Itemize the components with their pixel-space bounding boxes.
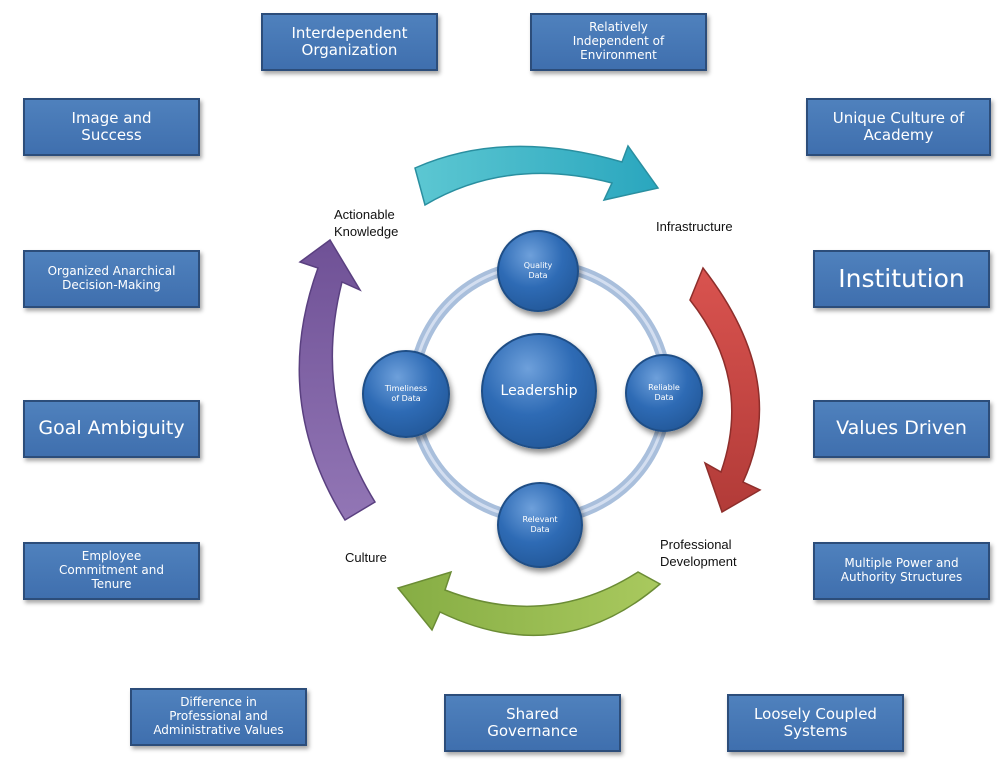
professional-development-label: Professional Development — [660, 537, 737, 569]
box-organized-anarchical: Organized Anarchical Decision-Making — [23, 250, 200, 308]
box-unique-culture: Unique Culture of Academy — [806, 98, 991, 156]
box-label: Relatively Independent of Environment — [572, 20, 665, 62]
box-interdependent-organization: Interdependent Organization — [261, 13, 438, 71]
box-label: Loosely Coupled Systems — [754, 704, 877, 740]
box-label: Employee Commitment and Tenure — [59, 549, 164, 591]
timeliness-data-label: Timeliness of Data — [384, 384, 428, 403]
box-relatively-independent: Relatively Independent of Environment — [530, 13, 707, 71]
culture-label: Culture — [345, 550, 387, 565]
box-values-driven: Values Driven — [813, 400, 990, 458]
box-label: Goal Ambiguity — [38, 417, 185, 440]
arrow-top — [414, 144, 660, 207]
box-employee-commitment: Employee Commitment and Tenure — [23, 542, 200, 600]
box-label: Shared Governance — [487, 704, 578, 740]
arrow-right — [689, 266, 762, 514]
box-goal-ambiguity: Goal Ambiguity — [23, 400, 200, 458]
box-institution: Institution — [813, 250, 990, 308]
box-label: Difference in Professional and Administr… — [153, 695, 284, 737]
box-loosely-coupled: Loosely Coupled Systems — [727, 694, 904, 752]
box-multiple-power: Multiple Power and Authority Structures — [813, 542, 990, 600]
box-label: Unique Culture of Academy — [832, 108, 965, 144]
arrow-left — [298, 238, 377, 522]
actionable-knowledge-label: Actionable Knowledge — [334, 207, 399, 239]
box-label: Organized Anarchical Decision-Making — [47, 264, 176, 292]
box-label: Interdependent Organization — [291, 23, 408, 59]
box-label: Values Driven — [836, 417, 967, 440]
box-difference-values: Difference in Professional and Administr… — [130, 688, 307, 746]
relevant-data-label: Relevant Data — [522, 515, 558, 534]
box-label: Institution — [838, 263, 965, 293]
box-label: Image and Success — [71, 108, 152, 144]
reliable-data-circle: Reliable Data — [625, 354, 703, 432]
leadership-label: Leadership — [500, 382, 578, 399]
quality-data-label: Quality Data — [523, 261, 553, 280]
reliable-data-label: Reliable Data — [648, 383, 680, 402]
box-image-and-success: Image and Success — [23, 98, 200, 156]
box-shared-governance: Shared Governance — [444, 694, 621, 752]
relevant-data-circle: Relevant Data — [497, 482, 583, 568]
arrow-bottom — [396, 570, 662, 636]
timeliness-data-circle: Timeliness of Data — [362, 350, 450, 438]
box-label: Multiple Power and Authority Structures — [840, 556, 963, 584]
quality-data-circle: Quality Data — [497, 230, 579, 312]
leadership-circle: Leadership — [481, 333, 597, 449]
infrastructure-label: Infrastructure — [656, 219, 733, 234]
